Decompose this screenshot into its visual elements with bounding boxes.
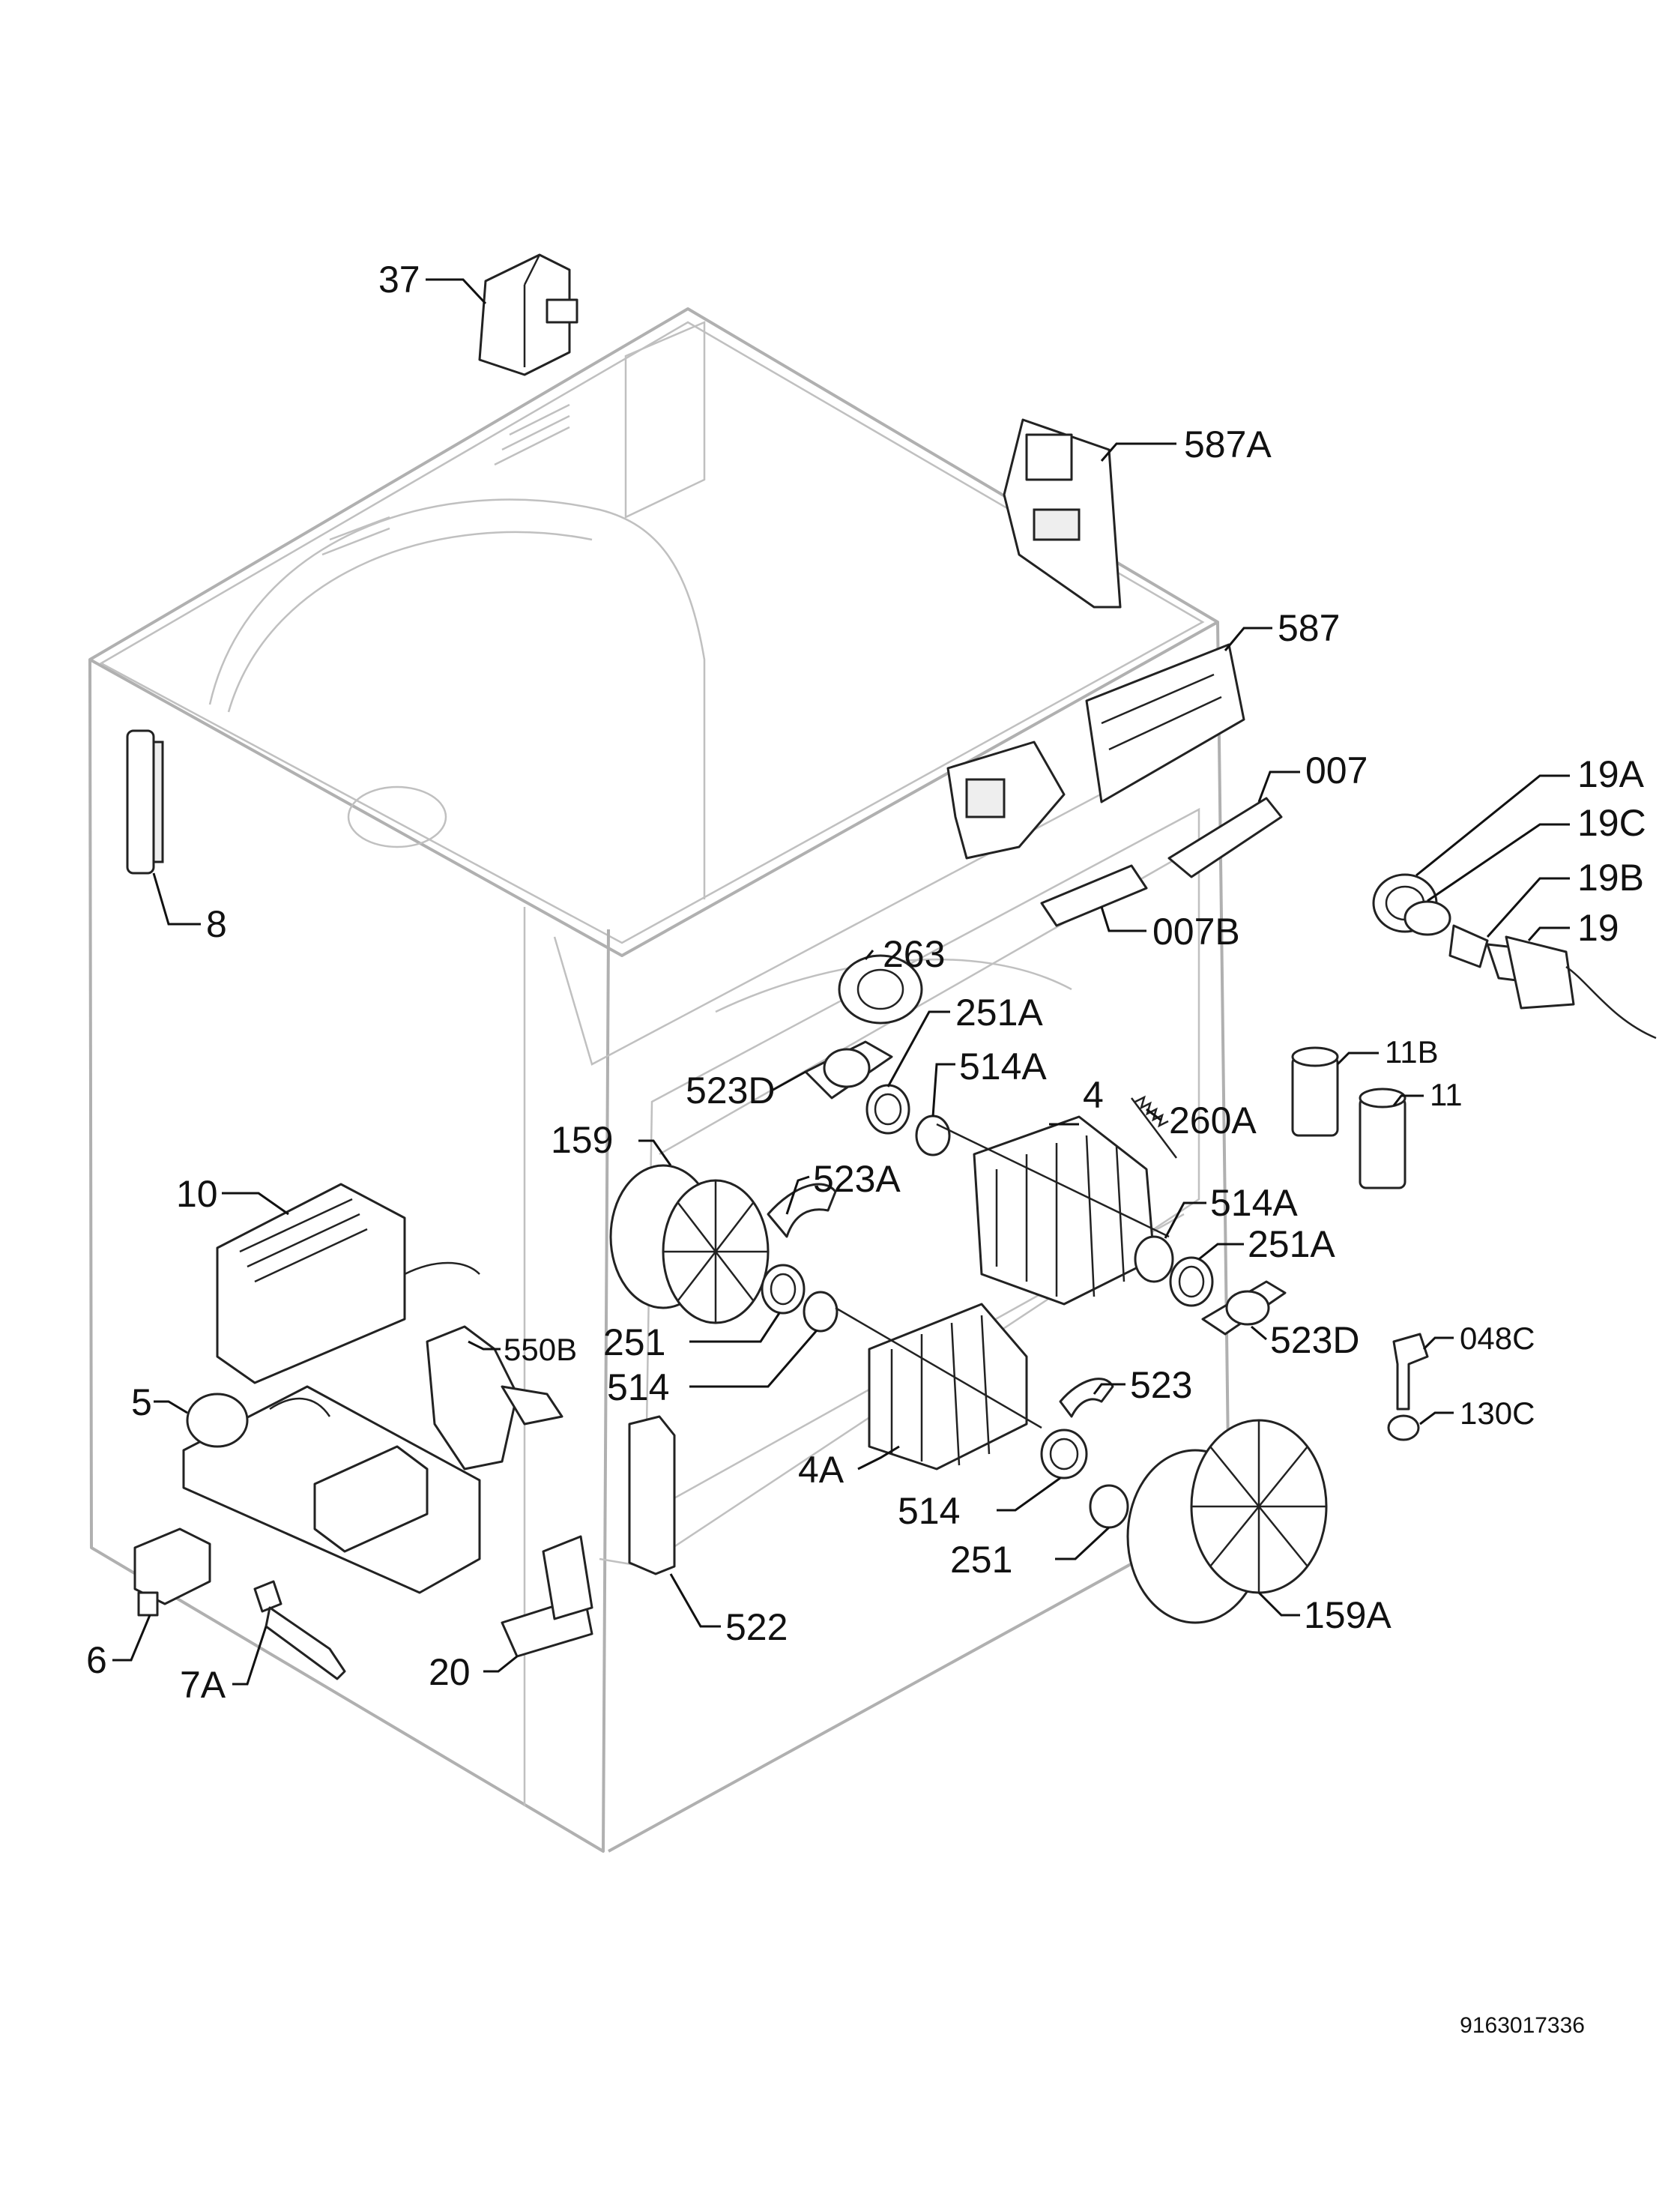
callout-523D-right: 523D	[1270, 1319, 1360, 1361]
callout-007B: 007B	[1152, 911, 1240, 953]
part-048C-pin	[1392, 1333, 1429, 1411]
part-251A-top-ring	[865, 1084, 910, 1135]
callout-514A-top: 514A	[959, 1046, 1047, 1088]
callout-514-left: 514	[607, 1366, 669, 1408]
callout-522: 522	[725, 1606, 788, 1648]
part-20-door-lock	[501, 1535, 593, 1658]
callout-048C: 048C	[1460, 1321, 1535, 1356]
part-523D-top-bearing-bracket	[804, 1040, 893, 1100]
callout-260A: 260A	[1169, 1100, 1257, 1141]
callout-587: 587	[1278, 607, 1340, 649]
part-5-pump-assembly	[182, 1385, 481, 1594]
leader-lines	[112, 278, 1570, 1686]
callout-523A: 523A	[813, 1158, 901, 1200]
document-number: 9163017336	[1460, 2013, 1585, 2038]
part-523D-right-bearing-bracket	[1201, 1280, 1287, 1336]
callout-4A: 4A	[798, 1449, 844, 1491]
part-522-switch	[628, 1415, 676, 1575]
part-7A-microswitch	[253, 1580, 346, 1680]
callout-19C: 19C	[1577, 802, 1646, 844]
callout-251A-top: 251A	[955, 992, 1043, 1034]
part-251A-right-ring	[1169, 1256, 1214, 1307]
callout-523: 523	[1130, 1364, 1192, 1406]
callout-4: 4	[1083, 1074, 1104, 1116]
callout-6: 6	[86, 1639, 107, 1681]
part-007-sensor	[1040, 797, 1283, 927]
callout-7A: 7A	[180, 1664, 226, 1706]
callout-263: 263	[883, 933, 945, 975]
part-11-capacitor	[1359, 1088, 1406, 1189]
callout-007: 007	[1305, 749, 1368, 791]
callout-20: 20	[429, 1651, 471, 1693]
part-251-left-ring	[761, 1264, 806, 1315]
callout-11: 11	[1430, 1077, 1463, 1112]
callout-11B: 11B	[1385, 1034, 1439, 1070]
part-523A-bracket	[767, 1183, 837, 1238]
part-514-bottom-ring	[1040, 1429, 1088, 1479]
part-11B-capacitor	[1291, 1046, 1339, 1137]
callout-514A-right: 514A	[1210, 1182, 1298, 1224]
part-8-filter	[126, 729, 164, 875]
callout-19B: 19B	[1577, 857, 1644, 899]
part-4-motor	[936, 1115, 1170, 1306]
callout-5: 5	[131, 1381, 152, 1423]
part-6-solenoid	[133, 1527, 211, 1617]
callout-587A: 587A	[1184, 423, 1272, 465]
part-514A-top-ring	[915, 1114, 951, 1156]
callout-514-bottom: 514	[898, 1490, 960, 1532]
callout-10: 10	[176, 1173, 218, 1215]
callout-159A: 159A	[1304, 1594, 1392, 1636]
part-37-relay	[478, 253, 578, 376]
callout-19A: 19A	[1577, 753, 1645, 795]
callout-251-bottom: 251	[950, 1539, 1012, 1581]
callout-130C: 130C	[1460, 1396, 1535, 1431]
callout-labels: 37 587A 587 007 007B 19A 19C 19B 19 8 26…	[86, 259, 1646, 2038]
callout-8: 8	[206, 903, 227, 945]
part-159A-fan-wheel	[1126, 1419, 1328, 1624]
part-159-fan-wheel	[609, 1164, 770, 1324]
part-251-bottom-ring	[1089, 1484, 1129, 1529]
part-550B-pump	[426, 1325, 563, 1471]
part-587-control-board	[946, 643, 1245, 860]
callout-550B: 550B	[504, 1332, 577, 1367]
part-514A-right-ring	[1134, 1235, 1174, 1283]
part-4A-motor	[835, 1303, 1042, 1471]
callout-251A-right: 251A	[1248, 1223, 1335, 1265]
part-10-heater	[216, 1183, 480, 1384]
callout-159: 159	[551, 1119, 613, 1161]
part-514-left-ring	[803, 1291, 839, 1333]
callout-523D-top: 523D	[686, 1070, 776, 1111]
callout-251-left: 251	[603, 1321, 665, 1363]
part-587A-bracket	[1003, 418, 1122, 609]
callout-19: 19	[1577, 907, 1619, 949]
part-130C-cap	[1387, 1414, 1420, 1441]
part-19-lamp-assembly	[1372, 873, 1657, 1040]
callout-37: 37	[378, 259, 420, 301]
part-263-pulley	[838, 954, 923, 1025]
